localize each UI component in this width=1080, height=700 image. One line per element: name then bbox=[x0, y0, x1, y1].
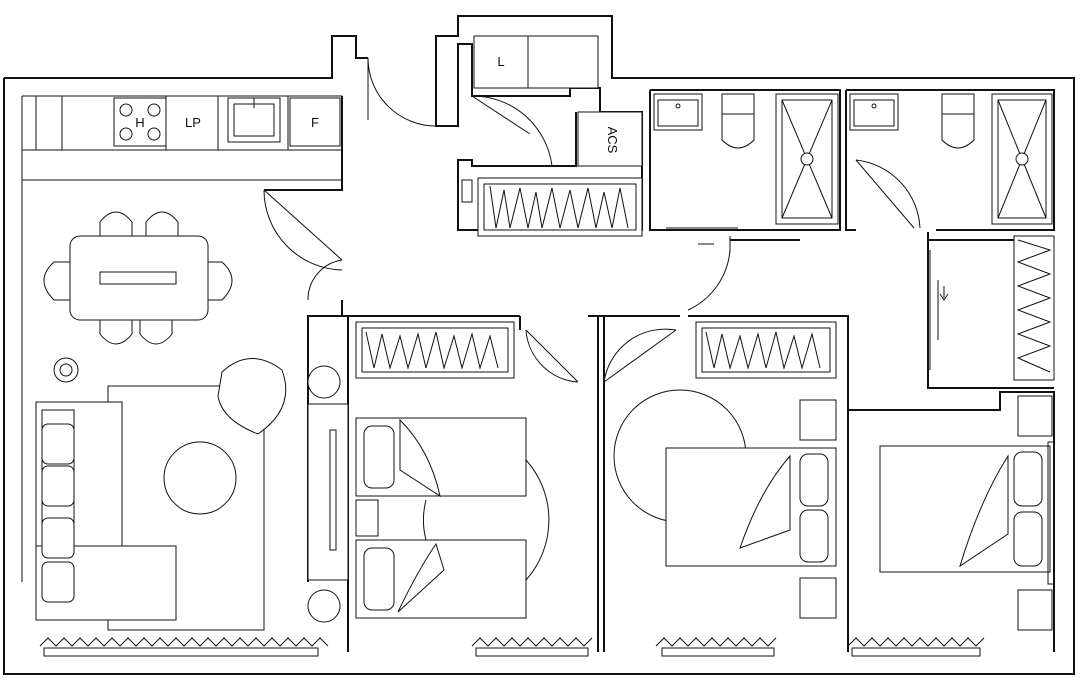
kitchen: H LP F bbox=[35, 95, 343, 151]
laundry-machine bbox=[473, 35, 529, 89]
bathroom-1 bbox=[653, 93, 839, 311]
living-area bbox=[35, 358, 349, 631]
plant bbox=[53, 357, 79, 383]
coffee-table bbox=[163, 441, 237, 515]
utility-room: L ACS bbox=[461, 35, 643, 237]
bedroom-3 bbox=[879, 395, 1055, 631]
fridge bbox=[289, 97, 341, 147]
water-heater-label: ACS bbox=[605, 127, 620, 154]
laundry-label: L bbox=[497, 54, 504, 69]
armchair bbox=[217, 358, 287, 435]
bedroom-2 bbox=[603, 321, 837, 619]
corridor-wardrobe bbox=[929, 235, 1055, 381]
hob-label: H bbox=[135, 115, 144, 130]
fridge-label: F bbox=[311, 115, 319, 130]
bathroom-2 bbox=[849, 93, 1053, 229]
windows bbox=[39, 637, 985, 657]
dining-area bbox=[43, 211, 233, 383]
dining-table bbox=[69, 235, 209, 321]
water-heater bbox=[577, 111, 643, 167]
bedroom-1 bbox=[355, 321, 579, 619]
hob bbox=[113, 97, 167, 147]
tv-unit bbox=[307, 403, 349, 581]
dishwasher-label: LP bbox=[185, 115, 201, 130]
entrance-door bbox=[263, 57, 437, 301]
